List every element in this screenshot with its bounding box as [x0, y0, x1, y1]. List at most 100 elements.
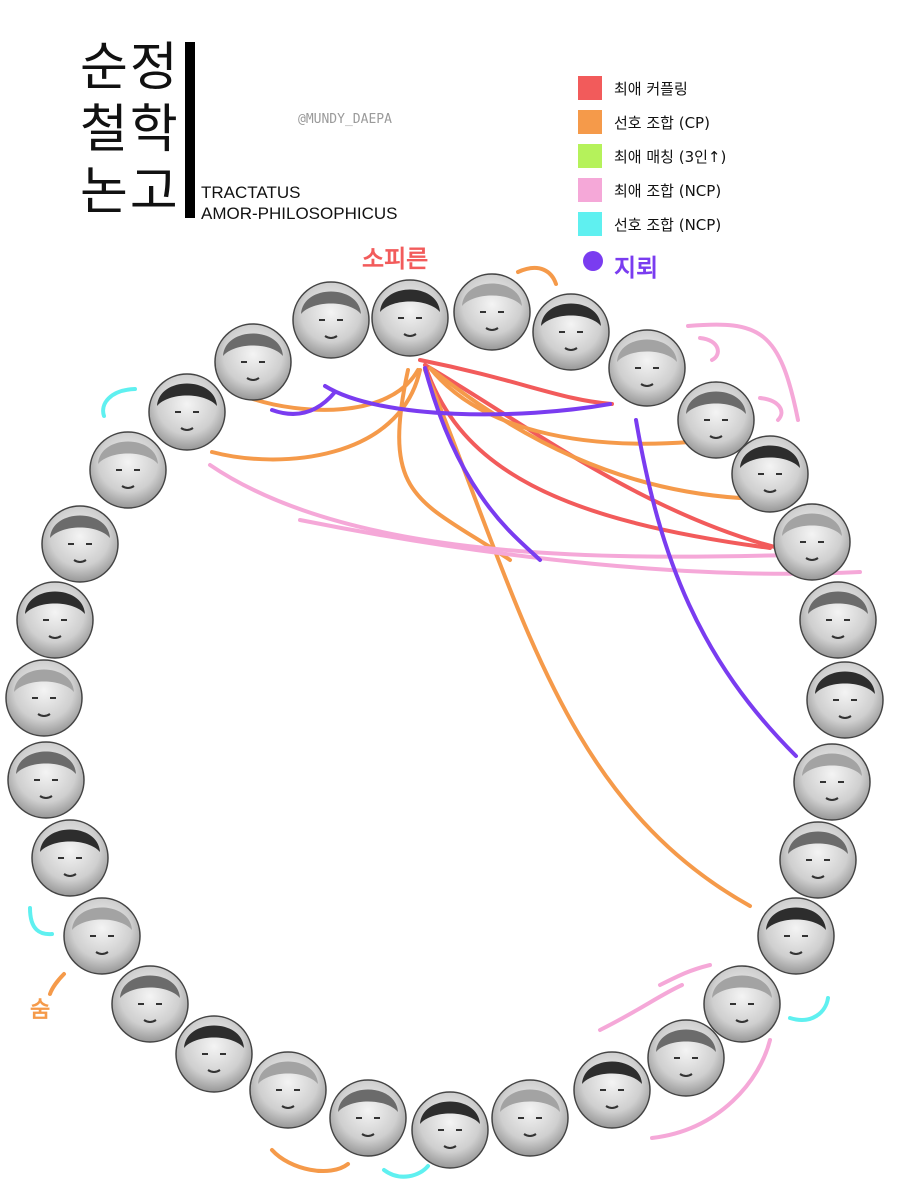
character-portrait [89, 431, 167, 509]
link-cyan [28, 906, 54, 937]
portrait-face [32, 697, 56, 717]
portrait-face [800, 541, 824, 561]
portrait-hair [301, 291, 361, 314]
portrait-face [90, 935, 114, 955]
legend-swatch [578, 212, 602, 236]
portrait-hair [815, 671, 875, 694]
character-portrait [16, 581, 94, 659]
portrait-face [138, 1003, 162, 1023]
annotation-landmine: 지뢰 [614, 254, 659, 282]
portrait-face [674, 1057, 698, 1077]
legend-item-fav-matching: 최애 매칭 (3인↑) [578, 144, 726, 168]
portrait-hair [782, 513, 842, 536]
portrait-face [116, 469, 140, 489]
character-portrait [63, 897, 141, 975]
link-pink [698, 336, 720, 362]
portrait-hair [14, 669, 74, 692]
title-line-2: 철학 [80, 100, 180, 160]
link-purple [423, 366, 542, 562]
portrait-face [241, 361, 265, 381]
legend-swatch [578, 178, 602, 202]
portrait-hair [712, 975, 772, 998]
legend-label: 선호 조합 (NCP) [614, 215, 722, 234]
portrait-face [480, 311, 504, 331]
link-red [423, 363, 772, 550]
link-purple [634, 418, 798, 758]
link-orange [428, 366, 742, 500]
legend-item-pref-cp: 선호 조합 (CP) [578, 110, 710, 134]
link-red [418, 358, 614, 406]
character-portrait [371, 279, 449, 357]
portrait-face [833, 699, 857, 719]
landmine-dot [583, 251, 603, 271]
portrait-face [635, 367, 659, 387]
portrait-hair [541, 303, 601, 326]
portrait-face [704, 419, 728, 439]
legend-label: 선호 조합 (CP) [614, 113, 710, 132]
character-portrait [411, 1091, 489, 1169]
portrait-hair [258, 1061, 318, 1084]
legend-swatch [578, 110, 602, 134]
legend-swatch [578, 144, 602, 168]
link-cyan [382, 1164, 430, 1179]
portrait-hair [16, 751, 76, 774]
author-handle: @MUNDY_DAEPA [298, 112, 392, 127]
portrait-face [356, 1117, 380, 1137]
link-orange [516, 265, 558, 286]
portrait-face [820, 781, 844, 801]
character-portrait [175, 1015, 253, 1093]
subtitle-line-2: AMOR-PHILOSOPHICUS [201, 204, 398, 223]
link-cyan [788, 996, 830, 1022]
character-portrait [31, 819, 109, 897]
character-portrait [677, 381, 755, 459]
annotation-hidden: 숨 [30, 998, 51, 1023]
portrait-hair [788, 831, 848, 854]
link-pink [598, 983, 684, 1032]
link-pink [758, 396, 784, 422]
character-portrait [647, 1019, 725, 1097]
portrait-face [319, 319, 343, 339]
legend-item-pref-ncp: 선호 조합 (NCP) [578, 212, 721, 236]
link-orange [397, 368, 512, 562]
link-pink [208, 463, 792, 559]
portrait-hair [740, 445, 800, 468]
portrait-hair [766, 907, 826, 930]
character-portrait [249, 1051, 327, 1129]
legend-swatch [578, 76, 602, 100]
portrait-hair [25, 591, 85, 614]
portrait-face [806, 859, 830, 879]
portrait-face [276, 1089, 300, 1109]
character-portrait [292, 281, 370, 359]
portrait-hair [686, 391, 746, 414]
portrait-face [175, 411, 199, 431]
link-orange [210, 368, 422, 462]
portrait-hair [98, 441, 158, 464]
portrait-face [43, 619, 67, 639]
portrait-hair [500, 1089, 560, 1112]
annotation-sophie: 소피른 [362, 245, 429, 273]
portrait-face [398, 317, 422, 337]
character-portrait [453, 273, 531, 351]
portrait-hair [223, 333, 283, 356]
character-portrait [329, 1079, 407, 1157]
link-pink [658, 963, 712, 987]
portrait-face [34, 779, 58, 799]
character-portrait [779, 821, 857, 899]
link-cyan [101, 387, 137, 418]
character-portrait [5, 659, 83, 737]
character-portrait [491, 1079, 569, 1157]
character-portrait [731, 435, 809, 513]
character-portrait [773, 503, 851, 581]
portrait-hair [338, 1089, 398, 1112]
character-portrait [111, 965, 189, 1043]
portrait-hair [802, 753, 862, 776]
portrait-face [559, 331, 583, 351]
portrait-hair [50, 515, 110, 538]
portrait-face [68, 543, 92, 563]
legend-label: 최애 커플링 [614, 79, 688, 98]
portrait-face [600, 1089, 624, 1109]
link-orange [48, 972, 66, 996]
portrait-hair [72, 907, 132, 930]
link-purple [270, 390, 337, 416]
character-portrait [703, 965, 781, 1043]
